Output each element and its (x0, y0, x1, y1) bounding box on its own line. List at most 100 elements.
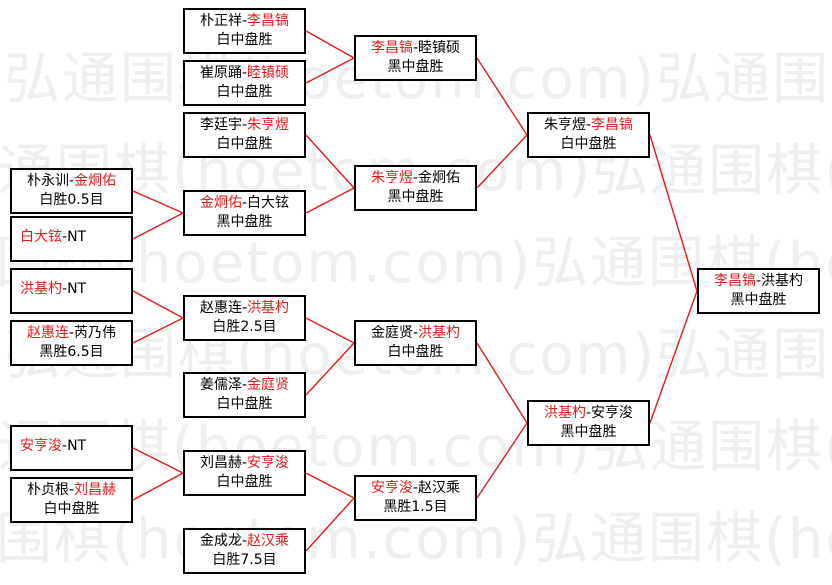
separator: - (62, 438, 68, 454)
player-name: NT (67, 281, 87, 297)
match-box: 姜儒泽-金庭贤白中盘胜 (183, 372, 306, 418)
bracket-connector (132, 190, 184, 214)
winner-name: 睦镇硕 (247, 65, 290, 81)
player-name: 安亨浚 (591, 405, 634, 421)
separator: - (241, 300, 248, 316)
match-box: 李昌镐-睦镇硕黑中盘胜 (354, 35, 477, 81)
separator: - (412, 480, 419, 496)
match-players: 朱亨煜-金炯佑 (356, 169, 475, 188)
match-box: 安亨浚-赵汉乘黑胜1.5目 (354, 475, 477, 521)
winner-name: 金炯佑 (199, 195, 242, 211)
match-box: 崔原踊-睦镇硕白中盘胜 (183, 60, 306, 106)
match-box: 朴正祥-李昌镐白中盘胜 (183, 8, 306, 54)
bracket-connector (476, 57, 528, 136)
match-players: 朴永训-金炯佑 (12, 172, 131, 191)
match-players: 洪基杓-NT (12, 280, 131, 299)
bracket-connector (305, 57, 355, 84)
match-box: 朴永训-金炯佑白胜0.5目 (10, 168, 133, 214)
match-box: 金炯佑-白大铉黑中盘胜 (183, 190, 306, 236)
separator: - (68, 482, 75, 498)
player-name: 朴贞根 (26, 482, 69, 498)
match-result: 白中盘胜 (216, 32, 273, 48)
separator: - (68, 173, 75, 189)
winner-name: 朱亨煜 (370, 170, 413, 186)
player-name: 朴正祥 (199, 13, 242, 29)
winner-name: 洪基杓 (418, 325, 461, 341)
player-name: 金庭贤 (370, 325, 413, 341)
match-result: 黑胜6.5目 (39, 344, 104, 360)
player-name: NT (67, 229, 87, 245)
match-players: 李昌镐-睦镇硕 (356, 39, 475, 58)
winner-name: 李昌镐 (591, 117, 634, 133)
match-box: 洪基杓-NT (10, 268, 133, 314)
bracket-connector (476, 134, 528, 189)
bracket-connector (132, 290, 184, 319)
separator: - (241, 455, 248, 471)
player-name: 洪基杓 (761, 273, 804, 289)
winner-name: 李昌镐 (370, 40, 413, 56)
separator: - (241, 13, 248, 29)
winner-name: 李昌镐 (247, 13, 290, 29)
match-players: 朱亨煜-李昌镐 (529, 116, 648, 135)
match-players: 赵惠连-芮乃伟 (12, 324, 131, 343)
separator: - (62, 229, 68, 245)
match-players: 洪基杓-安亨浚 (529, 404, 648, 423)
separator: - (62, 281, 68, 297)
separator: - (241, 195, 248, 211)
bracket-connector (305, 497, 355, 552)
match-players: 金炯佑-白大铉 (185, 194, 304, 213)
winner-name: 白大铉 (20, 229, 62, 245)
player-name: 朱亨煜 (543, 117, 586, 133)
match-result: 黑中盘胜 (730, 292, 787, 308)
player-name: 白大铉 (247, 195, 290, 211)
separator: - (241, 65, 248, 81)
separator: - (241, 377, 248, 393)
separator: - (755, 273, 762, 289)
player-name: 崔原踊 (199, 65, 242, 81)
match-result: 白中盘胜 (216, 396, 273, 412)
player-name: 金成龙 (199, 533, 242, 549)
winner-name: 李昌镐 (713, 273, 756, 289)
match-result: 黑中盘胜 (216, 214, 273, 230)
bracket-connector (476, 422, 528, 499)
match-players: 李昌镐-洪基杓 (699, 272, 818, 291)
player-name: 金炯佑 (418, 170, 461, 186)
bracket-connector (305, 342, 355, 396)
winner-name: 洪基杓 (247, 300, 290, 316)
winner-name: 安亨浚 (370, 480, 413, 496)
match-players: 朴正祥-李昌镐 (185, 12, 304, 31)
match-result: 白胜0.5目 (39, 192, 104, 208)
match-players: 安亨浚-赵汉乘 (356, 479, 475, 498)
match-box: 金庭贤-洪基杓白中盘胜 (354, 320, 477, 366)
match-box: 朱亨煜-金炯佑黑中盘胜 (354, 165, 477, 211)
separator: - (412, 170, 419, 186)
match-result: 白中盘胜 (216, 474, 273, 490)
match-players: 金庭贤-洪基杓 (356, 324, 475, 343)
winner-name: 安亨浚 (20, 438, 62, 454)
winner-name: 刘昌赫 (74, 482, 117, 498)
bracket-connector (649, 290, 698, 424)
bracket-connector (305, 317, 355, 344)
match-box: 赵惠连-芮乃伟黑胜6.5目 (10, 320, 133, 366)
match-result: 白中盘胜 (216, 84, 273, 100)
bracket-connector (305, 187, 355, 214)
match-box: 洪基杓-安亨浚黑中盘胜 (527, 400, 650, 446)
winner-name: 赵惠连 (26, 325, 69, 341)
match-result: 白中盘胜 (216, 136, 273, 152)
bracket-connector (476, 342, 528, 424)
match-box: 朴贞根-刘昌赫白中盘胜 (10, 477, 133, 523)
match-players: 崔原踊-睦镇硕 (185, 64, 304, 83)
separator: - (68, 325, 75, 341)
player-name: 芮乃伟 (74, 325, 117, 341)
winner-name: 洪基杓 (20, 281, 62, 297)
match-box: 安亨浚-NT (10, 425, 133, 471)
bracket-connector (305, 30, 355, 59)
match-players: 金成龙-赵汉乘 (185, 532, 304, 551)
match-players: 白大铉-NT (12, 228, 131, 247)
winner-name: 金庭贤 (247, 377, 290, 393)
match-result: 黑胜1.5目 (383, 499, 448, 515)
match-players: 姜儒泽-金庭贤 (185, 376, 304, 395)
bracket-connector (649, 134, 698, 292)
